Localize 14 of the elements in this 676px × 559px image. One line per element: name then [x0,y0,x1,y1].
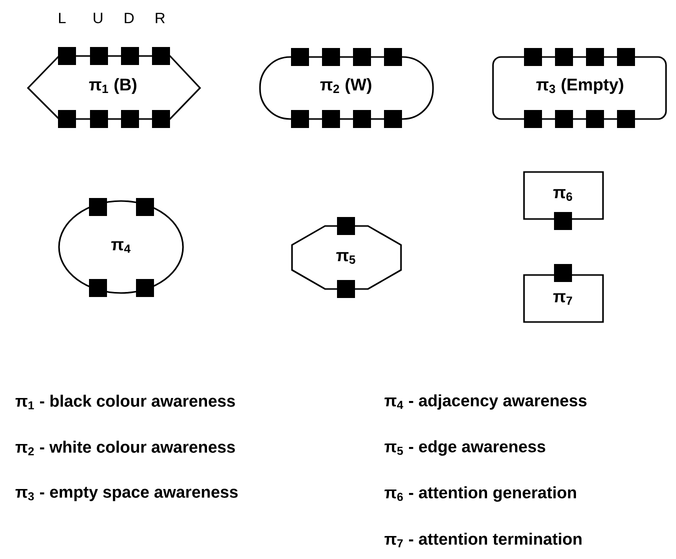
port-letter: D [124,12,134,24]
legend-text: π$_{6}$ - attention generation [384,486,576,502]
legend-text: π$_{7}$ - attention termination [384,532,582,548]
port-letter: L [59,12,66,24]
legend-text: π$_{2}$ - white colour awareness [16,440,235,456]
port-letter: R [156,12,165,24]
legend-text: π$_{3}$ - empty space awareness [16,486,238,502]
rounded-box: π$_{3}$ (Empty) [492,56,667,120]
rectangle-box: π$_{6}$ [523,171,604,220]
legend-text: π$_{1}$ - black colour awareness [16,394,235,410]
port-letter: U [94,12,102,24]
legend-text: π$_{5}$ - edge awareness [384,440,546,456]
rectangle-box: π$_{7}$ [523,274,604,323]
legend-text: π$_{4}$ - adjacency awareness [384,394,586,410]
